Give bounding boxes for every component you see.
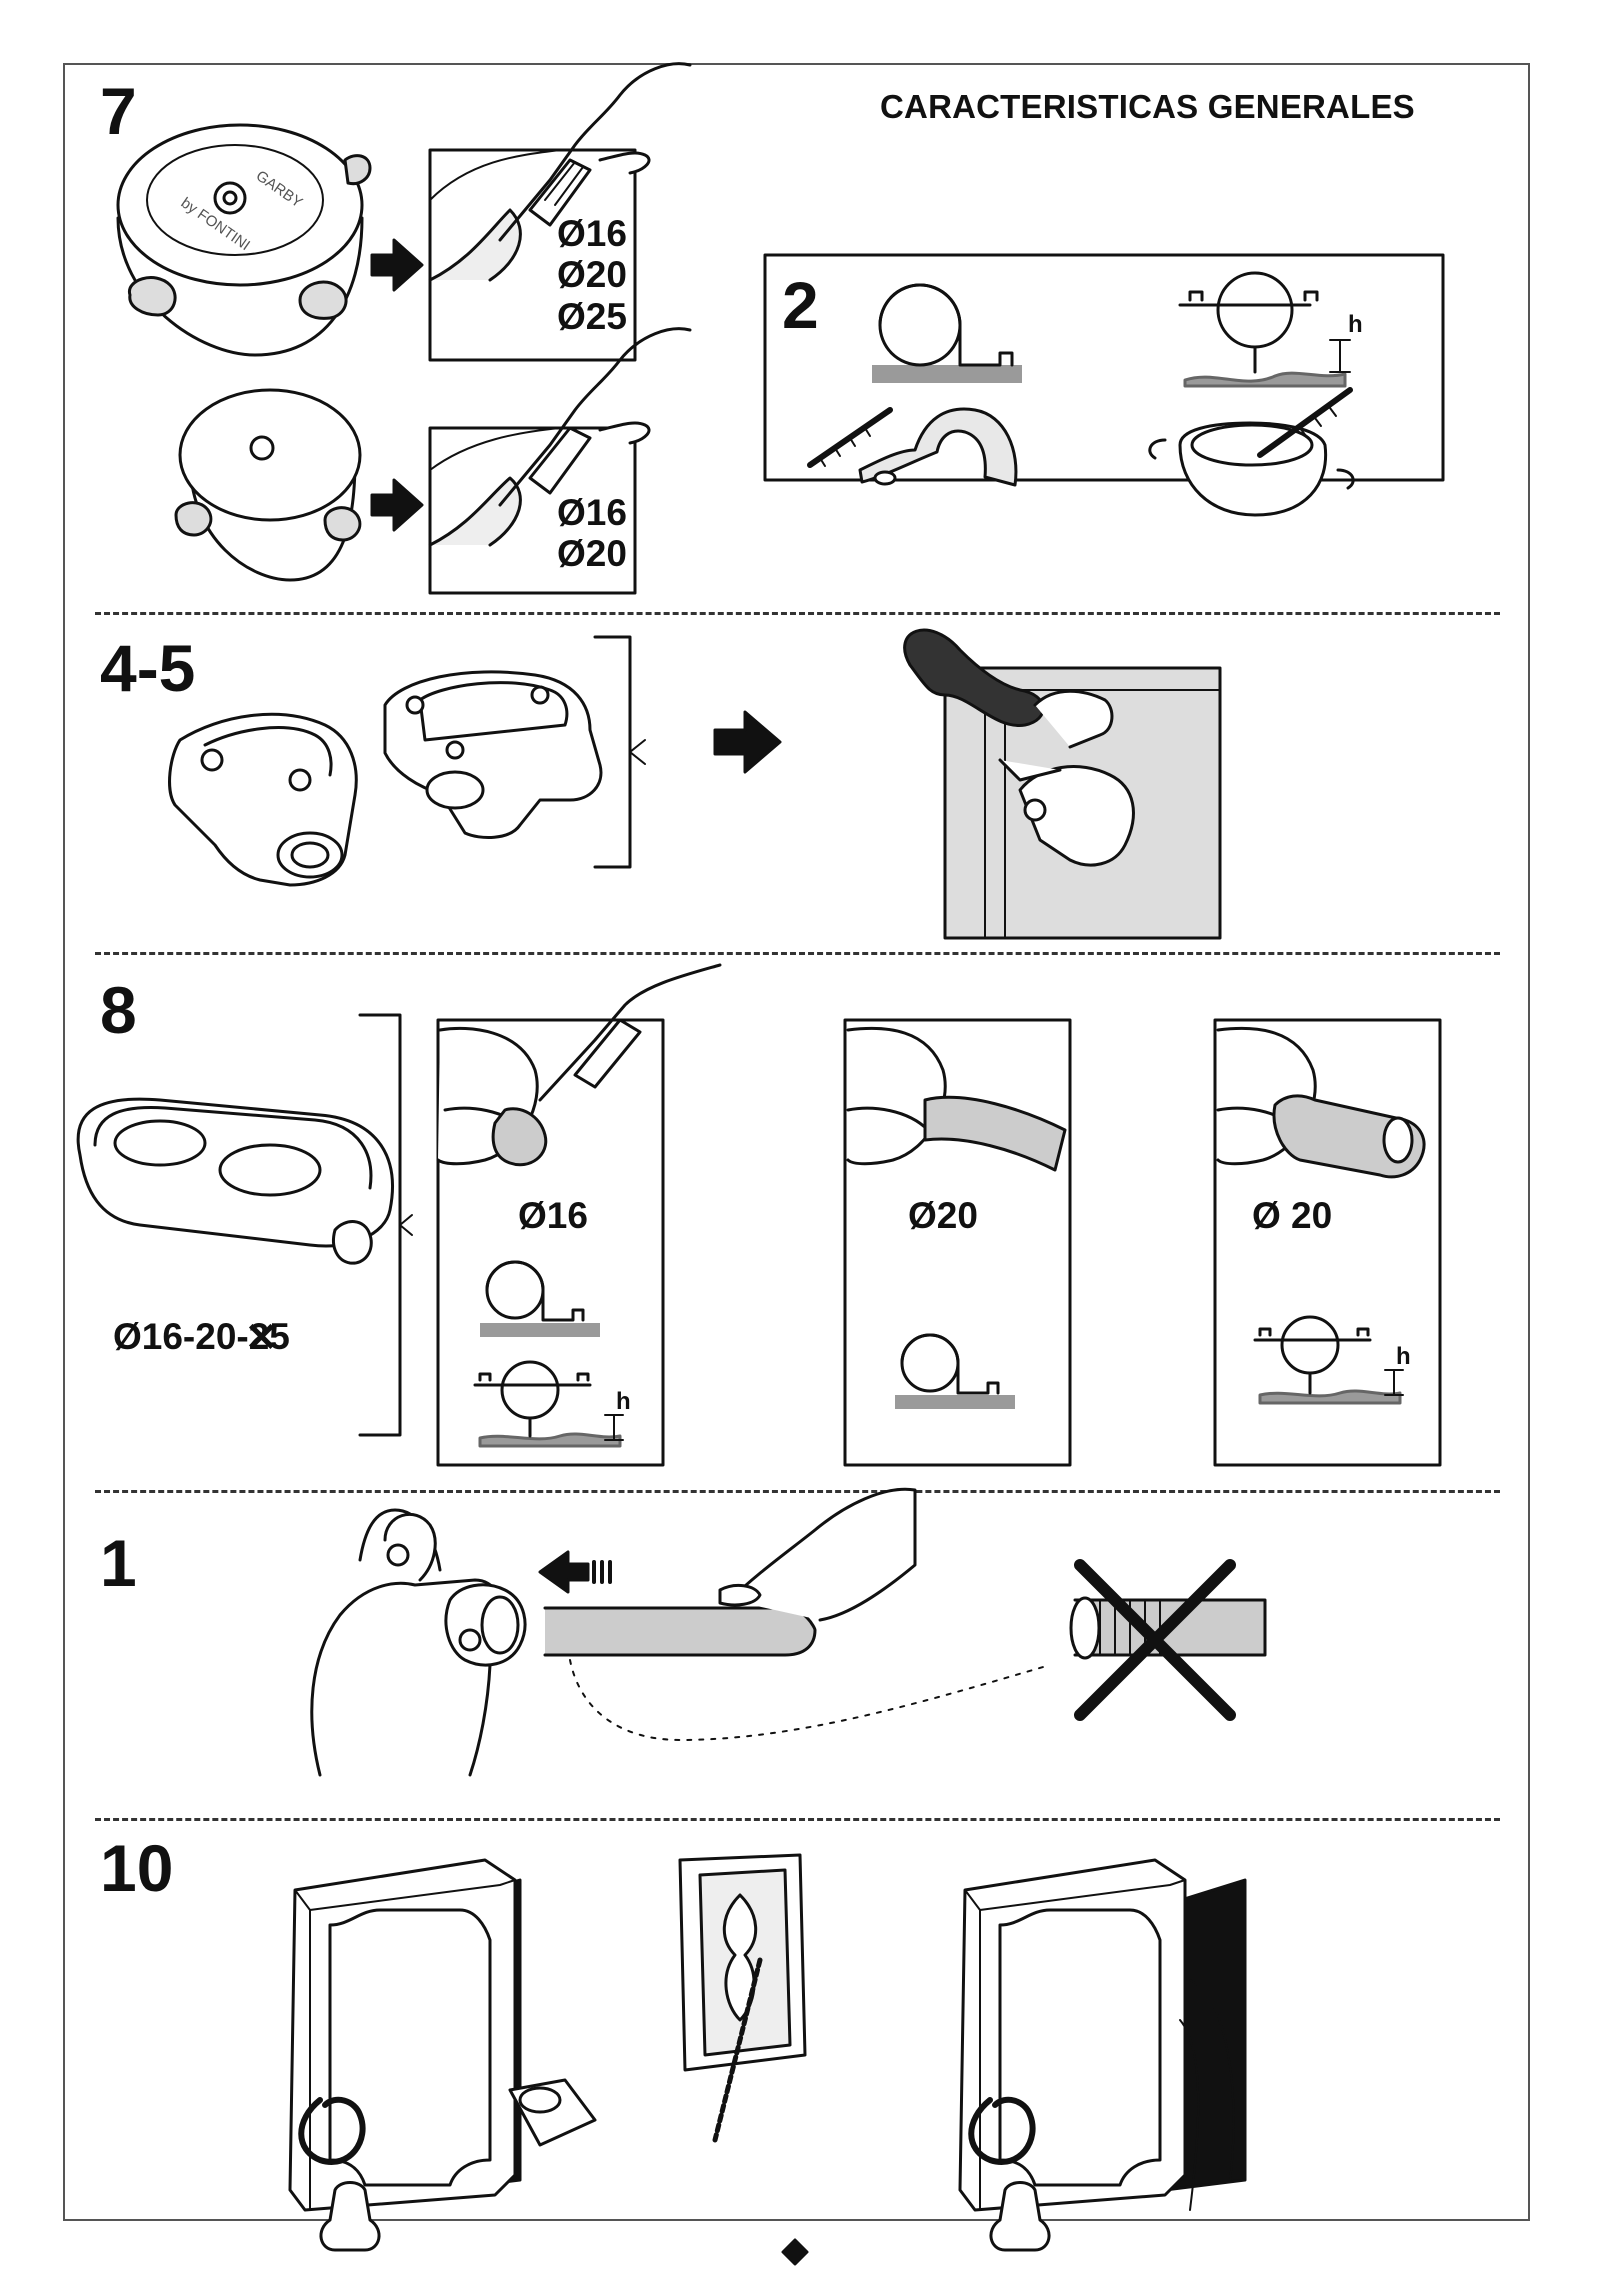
size-label: Ø16 [557,213,627,254]
bell-box-right [960,1860,1245,2250]
divider [95,952,1500,955]
plate-sizes-text: Ø16-20- [113,1316,249,1357]
round-junction-box-large [118,125,370,355]
section-number-8: 8 [100,973,137,1047]
arrow-right-icon [372,480,422,530]
plate-size-label: Ø16-20-25✕ [113,1316,290,1358]
divider [95,1818,1500,1821]
divider [95,612,1500,615]
size-label: Ø25 [557,296,627,337]
page-frame [63,63,1530,2221]
size-label: Ø16 [557,492,627,533]
section-number-4-5: 4-5 [100,631,196,705]
divider [95,1490,1500,1493]
arrow-right-icon [372,240,422,290]
strike-x-icon: ✕ [244,1316,279,1360]
section-number-2: 2 [782,268,819,342]
height-label: h [616,1388,631,1415]
pull-chain-plate [680,1855,807,2264]
page-title: CARACTERISTICAS GENERALES [880,88,1415,125]
panel-size-label: Ø20 [908,1195,978,1236]
arrow-right-icon [715,712,780,772]
panel-size-label: Ø 20 [1252,1195,1333,1236]
cross-x-icon [1080,1565,1230,1715]
size-label: Ø20 [557,254,627,295]
tee-fitting [385,672,601,838]
section-number-10: 10 [100,1831,174,1905]
size-label: Ø20 [557,533,627,574]
bell-box-left [290,1860,595,2250]
elbow-fitting [170,714,357,885]
height-label: h [1348,311,1363,338]
struck-size: 25✕ [245,1316,290,1358]
round-junction-box-small [176,390,360,580]
section-number-7: 7 [100,74,137,148]
double-mounting-plate [78,1099,392,1263]
struck-size-text: 25 [248,1316,290,1357]
push-arrow-icon [540,1552,588,1592]
section-number-1: 1 [100,1526,137,1600]
panel-size-label: Ø16 [518,1195,588,1236]
height-label: h [1396,1343,1411,1370]
